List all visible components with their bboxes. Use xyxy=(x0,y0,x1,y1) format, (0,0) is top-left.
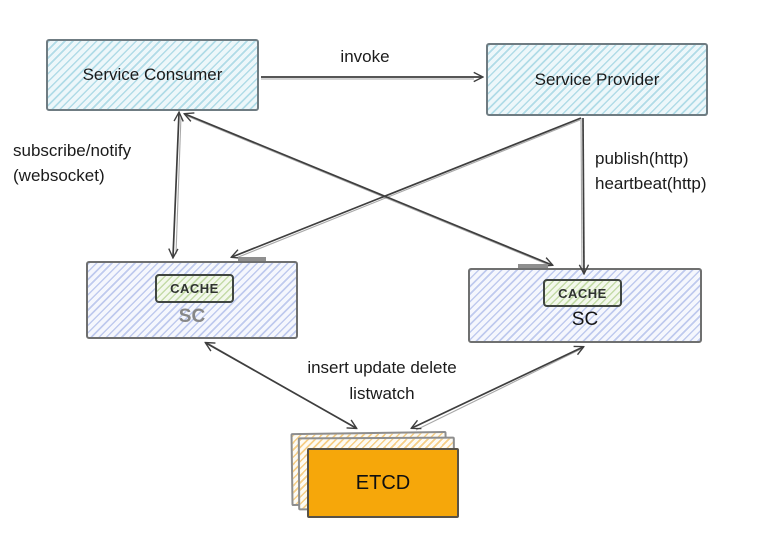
edge-label-subscribe: subscribe/notify (websocket) xyxy=(13,138,131,188)
connector-consumer-sc-right xyxy=(185,114,552,265)
node-service-consumer: Service Consumer xyxy=(46,39,259,111)
node-service-provider: Service Provider xyxy=(486,43,708,116)
node-service-consumer-label: Service Consumer xyxy=(82,65,223,84)
edge-label-invoke: invoke xyxy=(340,47,390,66)
node-sc-right: CACHE SC xyxy=(468,268,702,343)
node-cache-left: CACHE xyxy=(155,274,234,303)
connector-invoke xyxy=(261,77,482,79)
node-etcd: ETCD xyxy=(307,448,459,518)
edge-label-etcd-ops: insert update delete listwatch xyxy=(262,355,502,407)
edge-label-etcd-ops-line2: listwatch xyxy=(349,384,415,403)
node-cache-right: CACHE xyxy=(543,279,622,307)
node-cache-right-label: CACHE xyxy=(558,285,607,301)
edge-label-subscribe-line2: (websocket) xyxy=(13,166,105,185)
node-service-provider-label: Service Provider xyxy=(534,69,660,89)
connector-publish-heartbeat xyxy=(581,117,584,273)
edge-label-publish-line2: heartbeat(http) xyxy=(595,174,707,193)
connector-subscribe-websocket xyxy=(173,113,181,257)
node-sc-left-label: SC xyxy=(178,306,206,327)
node-sc-left: CACHE SC xyxy=(86,261,298,339)
edge-label-etcd-ops-line1: insert update delete xyxy=(307,358,457,377)
connector-provider-sc-left xyxy=(232,117,582,258)
edge-label-subscribe-line1: subscribe/notify xyxy=(13,141,132,160)
node-cache-left-label: CACHE xyxy=(170,281,219,296)
node-etcd-label: ETCD xyxy=(355,471,411,494)
node-sc-right-label: SC xyxy=(571,309,599,330)
edge-label-publish-line1: publish(http) xyxy=(595,149,689,168)
edge-label-publish: publish(http) heartbeat(http) xyxy=(595,146,707,196)
